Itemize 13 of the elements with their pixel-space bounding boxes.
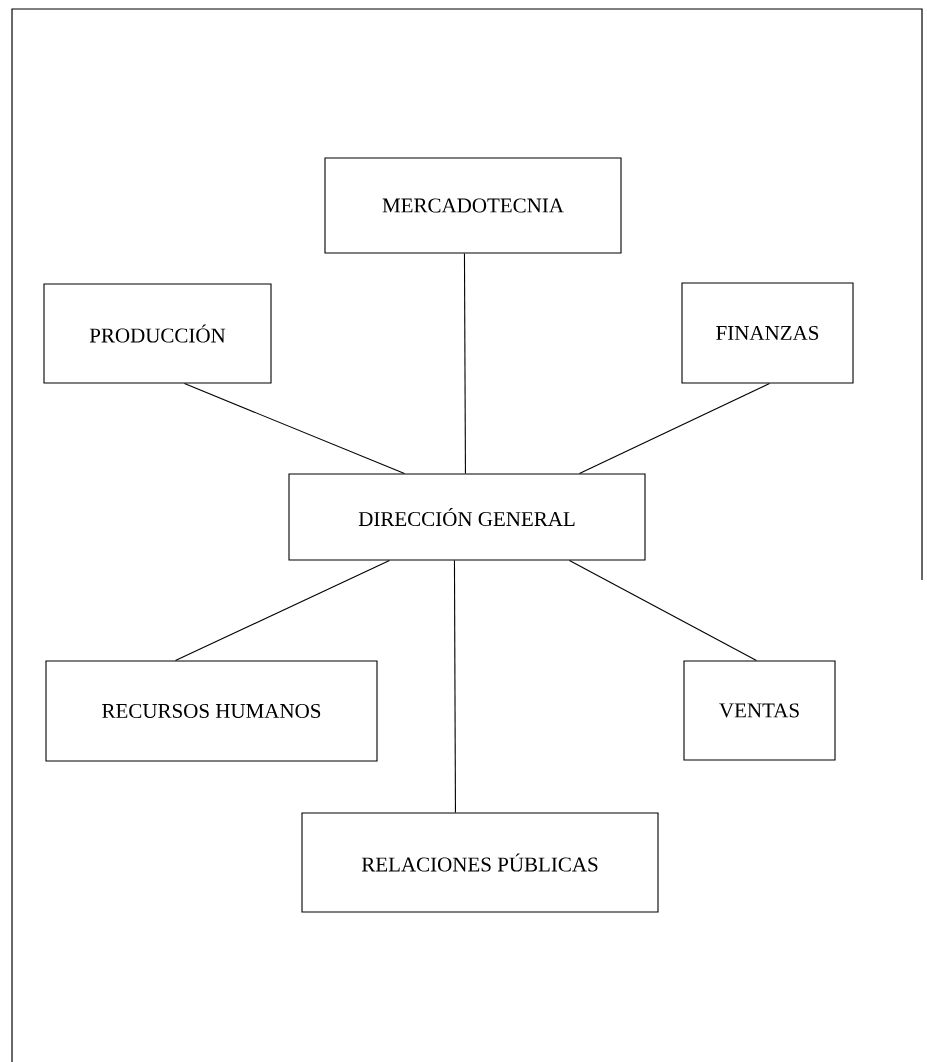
process-box: DIRECCIÓN GENERAL <box>288 473 646 561</box>
connector-line <box>463 253 466 474</box>
connector-line <box>568 560 757 661</box>
process-box: MERCADOTECNIA <box>324 157 622 254</box>
connector-line <box>174 560 390 661</box>
process-box: RELACIONES PÚBLICAS <box>301 812 659 913</box>
connector-line <box>183 383 405 474</box>
process-box: VENTAS <box>683 660 836 761</box>
process-box: PRODUCCIÓN <box>43 283 272 384</box>
process-box: FINANZAS <box>681 282 854 384</box>
process-box: RECURSOS HUMANOS <box>45 660 378 762</box>
connector-line <box>453 560 456 813</box>
connector-line <box>578 383 770 474</box>
